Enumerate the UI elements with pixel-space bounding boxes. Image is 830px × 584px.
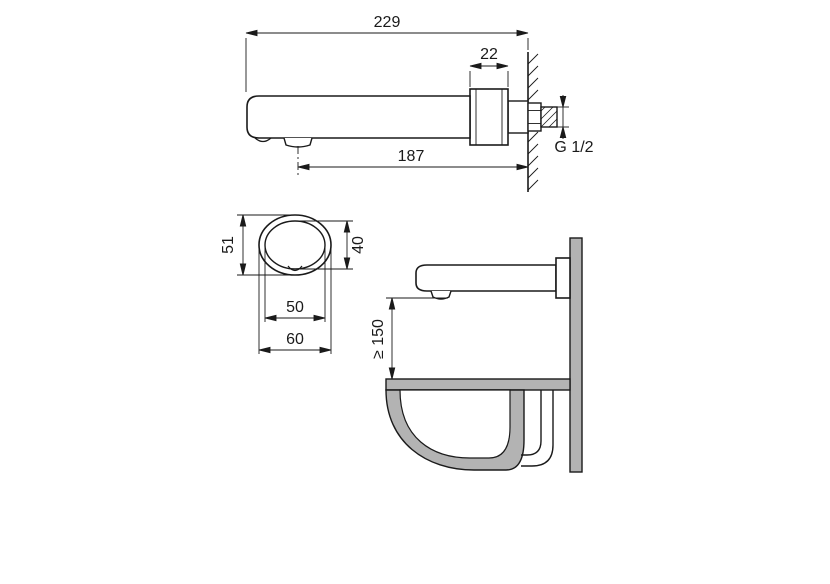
dim-outer-height [237,214,290,276]
label-flange-depth: 22 [480,46,498,63]
arrowhead [343,257,351,270]
spout-connector [507,100,529,134]
aerator-notch [287,265,303,272]
dim-projection [297,163,529,171]
arrowhead [496,62,509,70]
arrowhead [239,263,247,276]
arrowhead [516,29,529,37]
label-total-length: 229 [374,14,401,31]
arrowhead [469,62,482,70]
label-min-clearance: ≥ 150 [370,319,387,359]
arrowhead [264,314,277,322]
label-inner-height: 40 [350,236,367,254]
basin-inner-bowl [399,389,511,459]
aerator-outlet [283,137,313,148]
dimension-labels: 229 22 187 G 1/2 51 40 50 60 ≥ 150 [220,14,594,359]
front-view-dimensions [237,214,353,354]
spout-body [246,95,471,139]
drain-bracket-inner [521,390,542,456]
spout-inner-ring [264,220,326,270]
label-outer-height: 51 [220,236,237,254]
dim-min-clearance [386,297,448,380]
arrowhead [516,163,529,171]
wall-hatch [527,53,539,191]
dim-thread [557,95,569,139]
dim-outer-width [258,248,332,354]
front-view [258,214,332,276]
label-inner-width: 50 [286,299,304,316]
install-aerator [430,290,452,300]
arrowhead [313,314,326,322]
basin-rim [385,378,571,391]
arrowhead [559,96,567,108]
spout-outer-ring [258,214,332,276]
sensor-window [254,137,272,143]
hex-nut [527,102,542,132]
side-view-dimensions [245,29,569,171]
arrowhead [239,214,247,227]
installation-view [385,237,583,473]
install-wall-flange [555,257,571,299]
arrowhead [559,126,567,138]
dim-total-length [245,29,529,92]
dim-inner-width [264,248,326,322]
arrowhead [388,297,396,310]
arrowhead [245,29,258,37]
drain-bracket-outer [521,390,554,467]
label-thread: G 1/2 [554,139,593,156]
side-view [246,52,558,192]
wall-section [569,237,583,473]
label-outer-width: 60 [286,331,304,348]
thread-hatch [540,106,558,128]
arrowhead [343,220,351,233]
arrowhead [319,346,332,354]
arrowhead [258,346,271,354]
arrowhead [297,163,310,171]
install-spout-body [415,264,557,292]
dim-flange-depth [469,62,509,87]
arrowhead [388,367,396,380]
installation-dimensions [386,297,448,380]
label-projection: 187 [398,148,425,165]
